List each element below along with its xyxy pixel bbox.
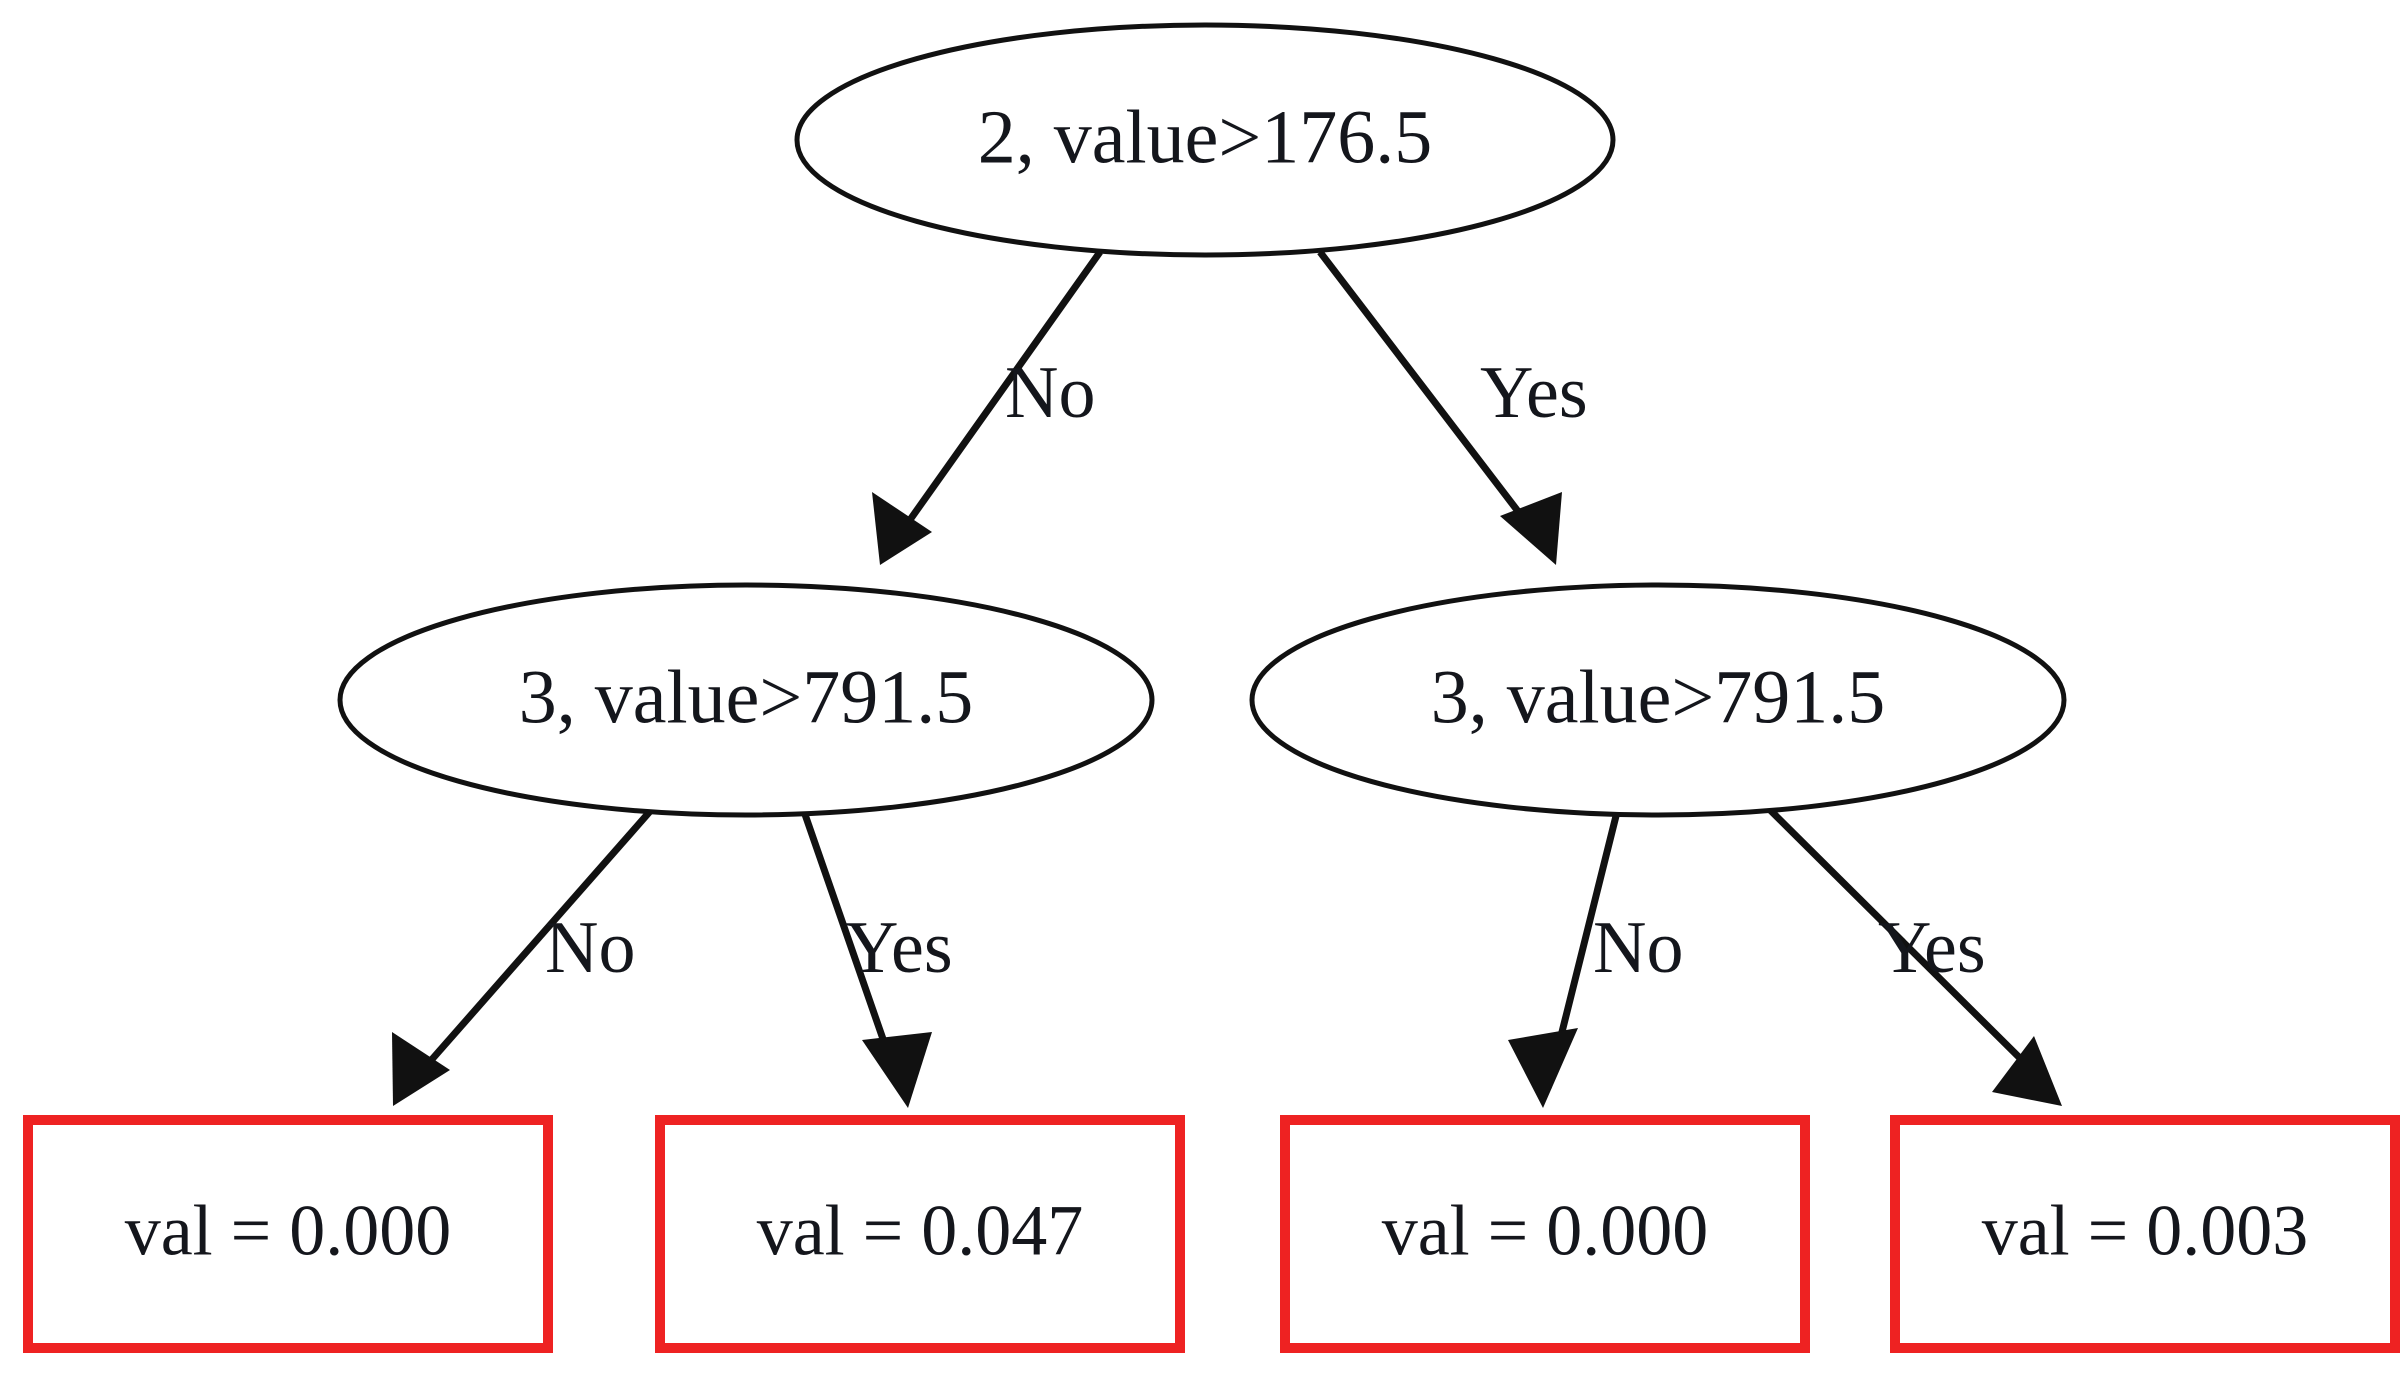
edge-line: [402, 797, 663, 1093]
right-mid-node-label: 3, value>791.5: [1431, 655, 1885, 739]
node-ellipse-shape: [794, 22, 1616, 258]
leaf-label: val = 0.047: [757, 1191, 1084, 1271]
node-ellipse-shape: [337, 582, 1155, 818]
edge-root-to-right-mid: [1317, 249, 1562, 565]
decision-node-left-mid[interactable]: 3, value>791.5: [337, 582, 1155, 818]
leaf-rect-shape: [1280, 1115, 1810, 1353]
leaf-node-2[interactable]: val = 0.047: [655, 1115, 1185, 1353]
edge-left-mid-to-leaf2: [796, 798, 932, 1108]
edge-label-rightmid-yes: Yes: [1878, 907, 1986, 989]
leaf-rect-shape: [23, 1115, 553, 1353]
edge-label-group: No Yes No Yes No Yes: [545, 352, 1986, 989]
left-mid-node-label: 3, value>791.5: [519, 655, 973, 739]
edge-line: [1757, 797, 2053, 1091]
arrow-head-icon: [1508, 1028, 1578, 1108]
edge-label-root-no: No: [1005, 352, 1095, 434]
edge-line: [887, 249, 1103, 551]
node-ellipse-shape: [1249, 582, 2067, 818]
edge-label-leftmid-no: No: [545, 907, 635, 989]
decision-node-root[interactable]: 2, value>176.5: [794, 22, 1616, 258]
leaf-label: val = 0.000: [125, 1191, 452, 1271]
leaf-rect-shape: [1890, 1115, 2400, 1353]
arrow-head-icon: [392, 1032, 450, 1106]
leaf-node-4[interactable]: val = 0.003: [1890, 1115, 2400, 1353]
leaf-label: val = 0.000: [1382, 1191, 1709, 1271]
edge-group: [392, 249, 2062, 1108]
arrow-head-icon: [1500, 492, 1562, 565]
arrow-head-icon: [1992, 1036, 2062, 1106]
arrow-head-icon: [862, 1032, 932, 1108]
edge-label-rightmid-no: No: [1593, 907, 1683, 989]
leaf-node-3[interactable]: val = 0.000: [1280, 1115, 1810, 1353]
decision-node-right-mid[interactable]: 3, value>791.5: [1249, 582, 2067, 818]
arrow-head-icon: [872, 492, 932, 565]
edge-label-leftmid-yes: Yes: [845, 907, 953, 989]
leaf-node-1[interactable]: val = 0.000: [23, 1115, 553, 1353]
root-node-label: 2, value>176.5: [978, 95, 1432, 179]
edge-label-root-yes: Yes: [1480, 352, 1588, 434]
leaf-label: val = 0.003: [1982, 1191, 2309, 1271]
edge-right-mid-to-leaf4: [1757, 797, 2062, 1106]
edge-left-mid-to-leaf1: [392, 797, 663, 1106]
edge-line: [1317, 249, 1549, 551]
leaf-rect-shape: [655, 1115, 1185, 1353]
edge-root-to-left-mid: [872, 249, 1103, 565]
edge-right-mid-to-leaf3: [1508, 799, 1624, 1108]
